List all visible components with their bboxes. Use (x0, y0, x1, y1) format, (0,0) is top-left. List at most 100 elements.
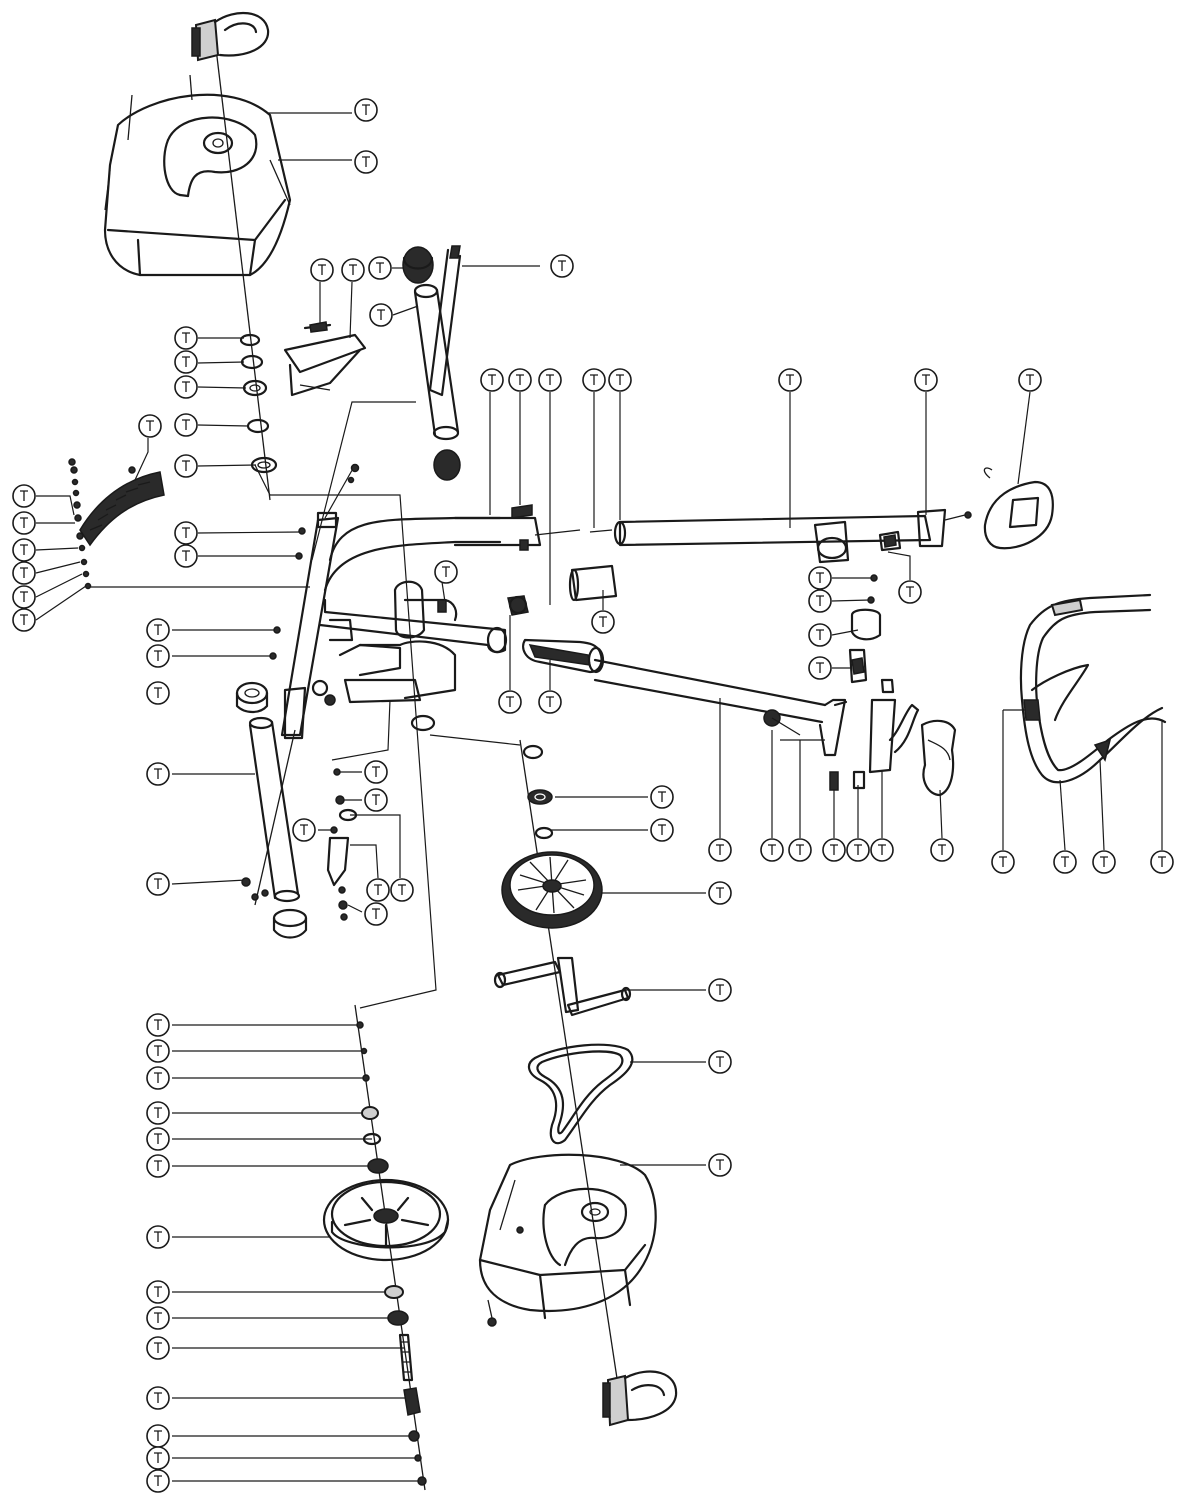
callout-glyph (154, 1392, 162, 1403)
callout-glyph (786, 374, 794, 385)
callout-marker (174, 375, 198, 399)
callout-glyph (182, 381, 190, 392)
callout-marker (650, 785, 674, 809)
callout-glyph (154, 1072, 162, 1083)
callout-marker (174, 454, 198, 478)
callout-glyph (377, 309, 385, 320)
callout-glyph (374, 884, 382, 895)
callout-glyph (182, 527, 190, 538)
callout-glyph (182, 550, 190, 561)
seat (920, 719, 957, 797)
handlebar (1019, 593, 1167, 784)
callout-marker (369, 303, 393, 327)
callout-marker (822, 838, 846, 862)
callout-marker (991, 850, 1015, 874)
callout-marker (364, 788, 388, 812)
callout-glyph (362, 156, 370, 167)
callout-marker (498, 690, 522, 714)
callout-glyph (816, 662, 824, 673)
pedal-bottom (602, 1370, 678, 1427)
callout-marker (538, 368, 562, 392)
callout-marker (174, 544, 198, 568)
callout-glyph (590, 374, 598, 385)
callout-glyph (878, 844, 886, 855)
console (983, 467, 1054, 550)
callout-glyph (154, 1312, 162, 1323)
callout-marker (146, 1469, 170, 1493)
callout-marker (708, 978, 732, 1002)
callout-glyph (854, 844, 862, 855)
callout-glyph (182, 460, 190, 471)
seat-adjust-knob (235, 681, 269, 714)
callout-glyph (716, 1159, 724, 1170)
callout-marker (12, 585, 36, 609)
callout-marker (898, 580, 922, 604)
callout-glyph (154, 650, 162, 661)
callout-marker (708, 1050, 732, 1074)
foam-grip (522, 638, 605, 674)
callout-glyph (506, 696, 514, 707)
callout-marker (174, 326, 198, 350)
callout-glyph (516, 374, 524, 385)
callout-marker (808, 566, 832, 590)
callout-glyph (830, 844, 838, 855)
callout-marker (708, 1153, 732, 1177)
callout-glyph (999, 856, 1007, 867)
callout-glyph (154, 878, 162, 889)
callout-marker (174, 413, 198, 437)
callout-marker (368, 256, 392, 280)
callout-glyph (20, 567, 28, 578)
callout-glyph (154, 624, 162, 635)
callout-marker (538, 690, 562, 714)
callout-marker (914, 368, 938, 392)
callout-glyph (376, 262, 384, 273)
callout-glyph (796, 844, 804, 855)
callout-marker (608, 368, 632, 392)
callout-marker (354, 150, 378, 174)
callout-marker (146, 1127, 170, 1151)
seat-post-slider (283, 321, 367, 397)
callout-marker (808, 656, 832, 680)
seat-rail (763, 678, 920, 791)
callout-marker (12, 538, 36, 562)
callout-marker (550, 254, 574, 278)
callout-marker (146, 1066, 170, 1090)
callout-glyph (442, 566, 450, 577)
callout-glyph (922, 374, 930, 385)
callout-glyph (546, 374, 554, 385)
callout-marker (146, 618, 170, 642)
callout-glyph (20, 614, 28, 625)
callout-glyph (154, 1475, 162, 1486)
callout-marker (591, 610, 615, 634)
callout-glyph (182, 419, 190, 430)
callout-marker (146, 762, 170, 786)
crank-cover-bottom (478, 1153, 657, 1327)
callout-marker (146, 1280, 170, 1304)
callout-marker (146, 1446, 170, 1470)
callout-glyph (20, 490, 28, 501)
callout-glyph (488, 374, 496, 385)
crank-arm (493, 956, 632, 1017)
callout-glyph (372, 794, 380, 805)
callout-glyph (154, 1286, 162, 1297)
callout-marker (146, 1154, 170, 1178)
callout-glyph (546, 696, 554, 707)
callout-glyph (716, 984, 724, 995)
callout-marker (364, 760, 388, 784)
callout-marker (930, 838, 954, 862)
callout-glyph (154, 1342, 162, 1353)
callout-glyph (938, 844, 946, 855)
seat-tube (413, 245, 462, 441)
callout-glyph (154, 1452, 162, 1463)
callout-marker (354, 98, 378, 122)
callout-glyph (154, 1107, 162, 1118)
callout-glyph (816, 629, 824, 640)
callout-glyph (154, 687, 162, 698)
callout-glyph (716, 887, 724, 898)
crank-cover-top (103, 74, 292, 277)
callout-glyph (154, 1019, 162, 1030)
callout-marker (760, 838, 784, 862)
callout-glyph (372, 908, 380, 919)
drive-belt (527, 1043, 634, 1145)
